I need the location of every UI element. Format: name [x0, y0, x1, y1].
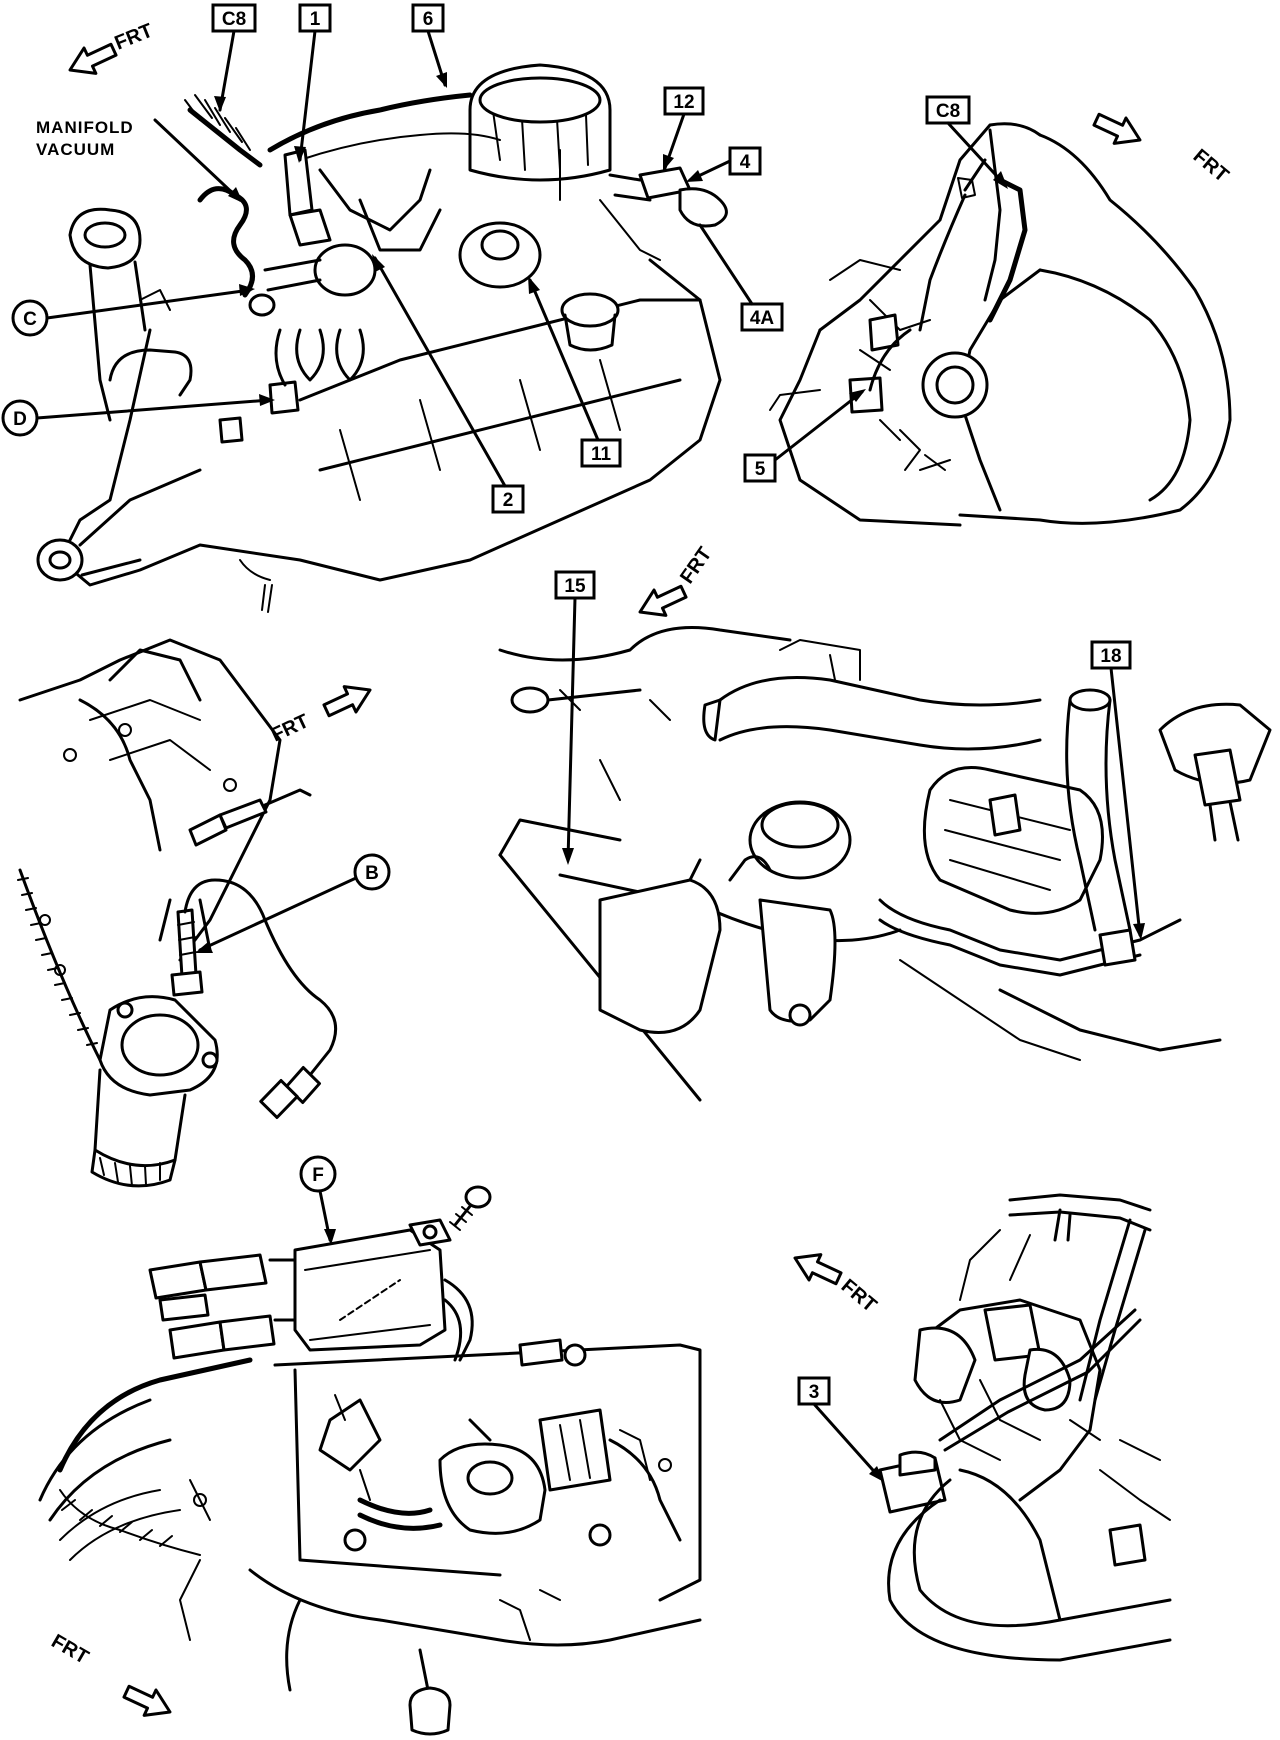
frt-direction-arrow-icon	[1092, 112, 1142, 145]
frt-arrow-bottom-right: FRT	[793, 1253, 881, 1317]
callouts-view-2: C8 5	[743, 95, 1008, 483]
frt-arrow-middle: FRT	[638, 543, 716, 617]
frt-direction-arrow-icon	[322, 685, 372, 718]
callout-box-4a	[740, 302, 784, 332]
callout-d: D	[13, 409, 27, 430]
callout-c8-right: C8	[936, 101, 960, 122]
bolt-icon	[449, 1185, 492, 1231]
frt-arrow-top-left: FRT	[68, 20, 156, 75]
callout-4a: 4A	[750, 308, 775, 329]
callouts-view-6: 3	[797, 1376, 884, 1482]
vacuum-component-view	[878, 1193, 1172, 1662]
callout-15: 15	[564, 576, 586, 597]
callout-1: 1	[310, 9, 321, 30]
callout-box-5	[743, 453, 777, 483]
frt-arrow-mid-left: FRT	[268, 685, 372, 747]
callout-box-11	[580, 438, 622, 468]
frt-label-top-left: FRT	[112, 20, 156, 55]
frt-label-mid-left: FRT	[268, 710, 313, 746]
callout-18: 18	[1100, 646, 1121, 667]
frt-label-bottom-right: FRT	[837, 1275, 881, 1317]
frt-label-bottom-left: FRT	[48, 1630, 93, 1668]
callout-circle-b	[353, 853, 391, 891]
manifold-vacuum-label-line1: MANIFOLD	[36, 118, 134, 137]
frt-direction-arrow-icon	[638, 584, 688, 617]
callout-3: 3	[809, 1382, 820, 1403]
callout-2: 2	[503, 490, 514, 511]
callout-c8-top: C8	[222, 9, 246, 30]
callout-5: 5	[755, 459, 766, 480]
callout-f: F	[312, 1165, 324, 1186]
callout-6: 6	[423, 9, 434, 30]
frt-arrow-bottom-left: FRT	[48, 1630, 172, 1717]
frt-label-top-right: FRT	[1189, 145, 1233, 187]
callouts-view-1: C8 1 6 12 4 4A 11 2	[1, 3, 784, 514]
callout-11: 11	[591, 444, 612, 465]
callout-box-3	[797, 1376, 831, 1406]
callout-4: 4	[740, 152, 751, 173]
ecm-module-view	[38, 1185, 702, 1736]
frt-label-middle: FRT	[676, 543, 716, 587]
engine-top-view	[36, 63, 728, 613]
transmission-view	[769, 122, 1232, 527]
callouts-view-3: B	[195, 853, 391, 953]
engine-compartment-view	[498, 626, 1272, 1102]
frt-arrow-top-right: FRT	[1092, 112, 1233, 187]
callout-box-2	[491, 484, 525, 514]
frt-direction-arrow-icon	[122, 1684, 172, 1717]
callout-12: 12	[673, 92, 694, 113]
callout-circle-f	[299, 1155, 337, 1193]
callout-box-c8-right	[925, 95, 971, 125]
frt-direction-arrow-icon	[793, 1253, 843, 1286]
callout-b: B	[365, 863, 379, 884]
callout-box-12	[663, 86, 705, 116]
callouts-view-5: F	[299, 1155, 337, 1245]
manifold-vacuum-label-line2: VACUUM	[36, 140, 115, 159]
callout-box-15	[554, 570, 596, 600]
oxygen-sensor-view	[17, 638, 338, 1188]
callout-c: C	[23, 309, 37, 330]
frt-direction-arrow-icon	[68, 42, 118, 75]
callouts-view-4: 15 18	[554, 570, 1145, 940]
